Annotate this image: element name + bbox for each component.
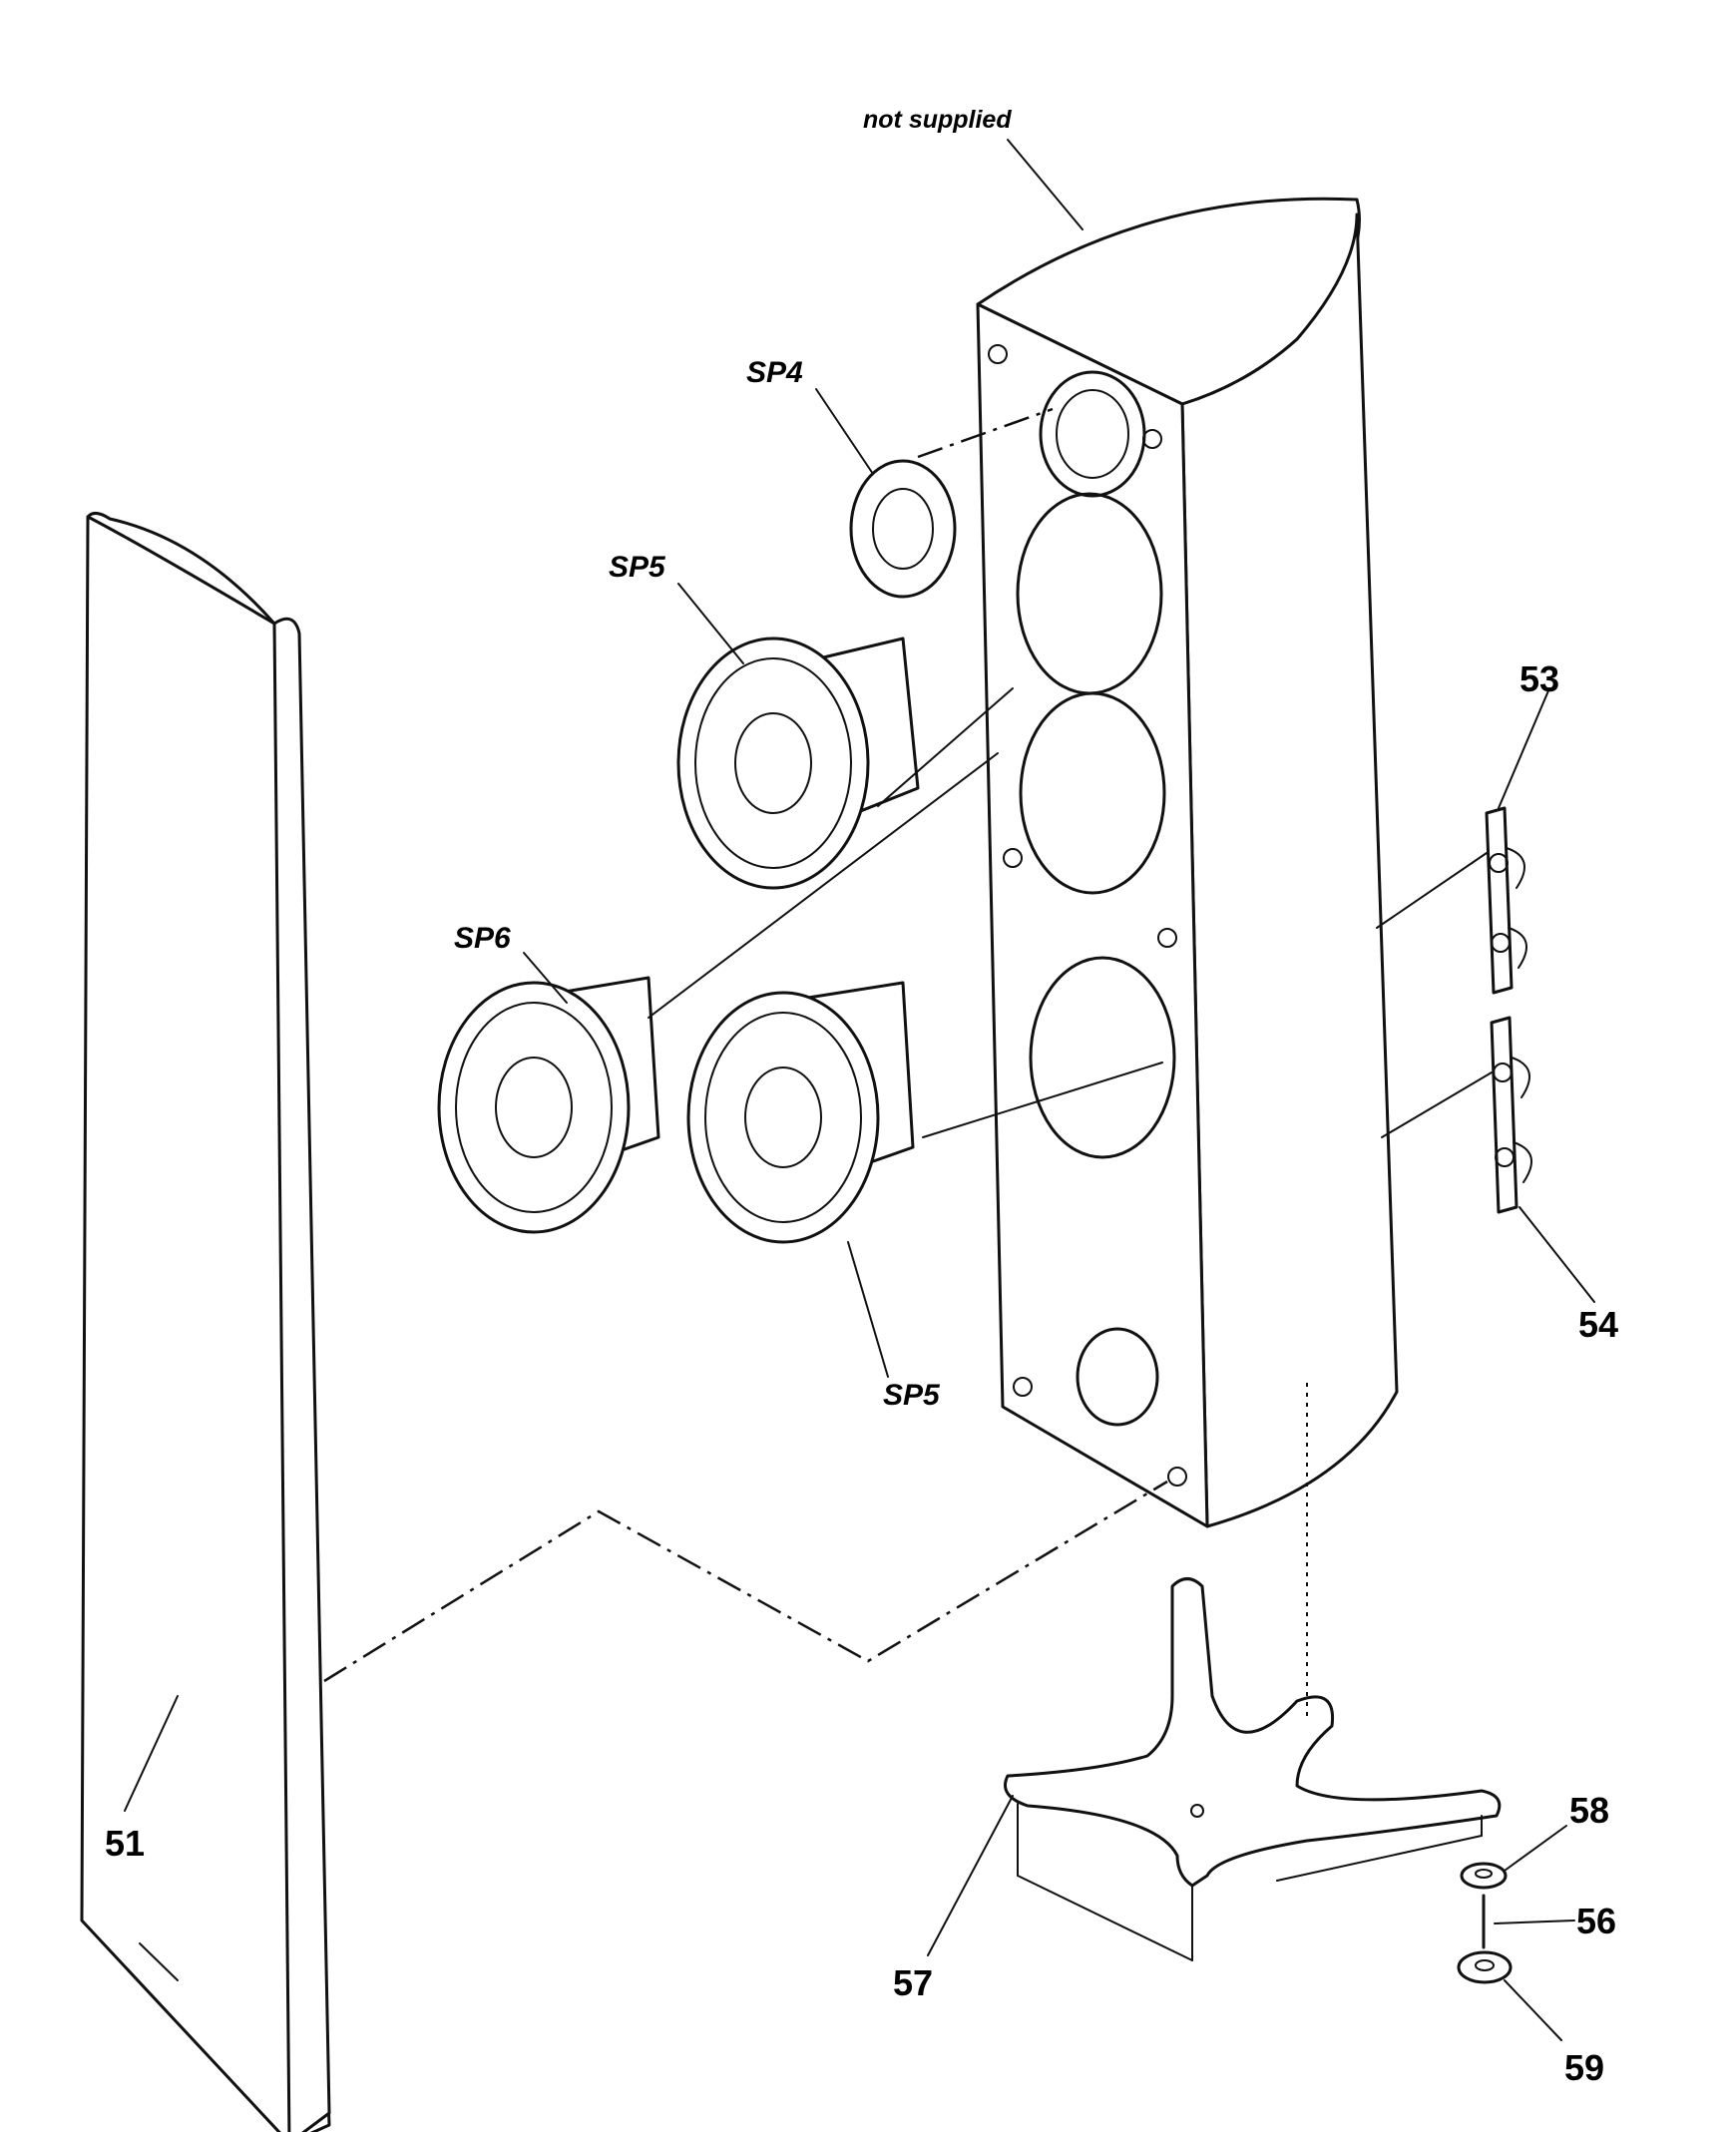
leader-sp5-lower bbox=[847, 1241, 889, 1378]
leader-58 bbox=[1504, 1825, 1567, 1872]
label-sp6: SP6 bbox=[454, 922, 511, 955]
leader-53 bbox=[1498, 687, 1550, 809]
label-57: 57 bbox=[893, 1962, 933, 2003]
label-51: 51 bbox=[105, 1823, 145, 1864]
leader-59 bbox=[1504, 1979, 1562, 2041]
label-56: 56 bbox=[1576, 1901, 1616, 1941]
foot-58 bbox=[1460, 1862, 1508, 1890]
leader-sp6 bbox=[523, 952, 568, 1004]
leader-grille-cabinet bbox=[323, 1480, 1168, 1683]
woofer-sp5-lower bbox=[686, 981, 1163, 1244]
leader-56 bbox=[1494, 1919, 1575, 1924]
terminal-54 bbox=[1381, 1016, 1532, 1214]
label-53: 53 bbox=[1519, 658, 1559, 699]
woofer-sp5-upper bbox=[676, 637, 1014, 890]
label-sp4: SP4 bbox=[746, 356, 803, 389]
leader-sp5-upper bbox=[677, 583, 744, 664]
speaker-cabinet bbox=[976, 197, 1399, 1528]
label-54: 54 bbox=[1578, 1304, 1618, 1345]
label-sp5-upper: SP5 bbox=[609, 551, 666, 584]
foot-59 bbox=[1457, 1950, 1513, 1984]
label-58: 58 bbox=[1569, 1790, 1609, 1831]
leader-57 bbox=[927, 1795, 1014, 1956]
front-grille-51 bbox=[80, 512, 331, 2132]
tweeter-sp4 bbox=[849, 407, 1054, 599]
woofer-sp6 bbox=[437, 752, 999, 1234]
leader-sp4 bbox=[815, 388, 874, 475]
label-not-supplied: not supplied bbox=[863, 106, 1012, 134]
leader-54 bbox=[1519, 1206, 1595, 1303]
base-plate-57 bbox=[1004, 1377, 1502, 1961]
leader-not-supplied bbox=[1007, 139, 1084, 230]
label-59: 59 bbox=[1564, 2047, 1604, 2088]
terminal-53 bbox=[1376, 806, 1527, 995]
label-sp5-lower: SP5 bbox=[883, 1379, 941, 1412]
leader-51 bbox=[124, 1695, 179, 1812]
